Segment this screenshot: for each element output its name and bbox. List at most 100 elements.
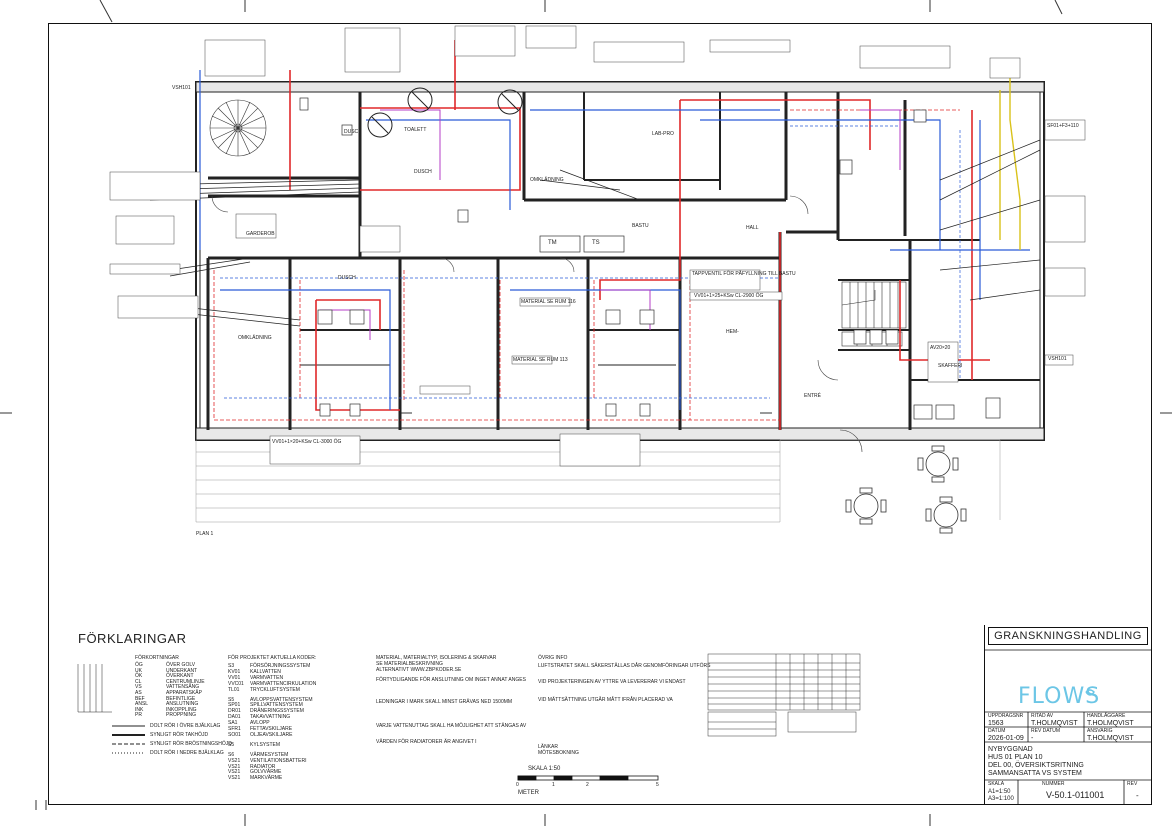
title-block-lines bbox=[984, 649, 1152, 805]
line-type: SYNLIGT RÖR BRÖSTNINGSHÖJD bbox=[150, 741, 232, 747]
water-heaters bbox=[367, 87, 523, 138]
scale-tick: 1 bbox=[552, 782, 555, 788]
abbrev-code: AS bbox=[135, 690, 142, 696]
tb-desc: SAMMANSATTA VS SYSTEM bbox=[988, 770, 1082, 777]
tb-label: REV bbox=[1127, 781, 1138, 787]
system-code: S5 bbox=[228, 741, 235, 748]
system-text: OLJEAVSKILJARE bbox=[250, 731, 293, 738]
note-line: FÖRTYDLIGANDE FÖR ANSLUTNING OM INGET AN… bbox=[376, 677, 526, 683]
abbrev-code: ÖG bbox=[135, 662, 143, 668]
spiral-stair bbox=[209, 99, 267, 157]
abbrev-header: FÖRKORTNINGAR bbox=[135, 655, 179, 661]
system-text: AVLOPP bbox=[250, 720, 270, 727]
drawing-number: V-50.1-011001 bbox=[1046, 790, 1105, 800]
note-line: MÖTESBOKNING bbox=[538, 750, 579, 756]
system-text: VARMVATTEN bbox=[250, 674, 284, 681]
sheet-frame bbox=[48, 23, 1152, 805]
system-code: S6 bbox=[228, 751, 235, 758]
room-label: OMKLÄDNING bbox=[238, 335, 272, 341]
note-line: ALTERNATIVT WWW.ZBPKODER.SE bbox=[376, 667, 462, 673]
room-label: ENTRÉ bbox=[804, 393, 821, 399]
system-code: DA01 bbox=[228, 714, 241, 721]
annotation: MATERIAL SE RUM 113 bbox=[513, 357, 568, 363]
system-code: SFR1 bbox=[228, 726, 241, 732]
doors bbox=[211, 195, 863, 453]
abbrev-code: ÖK bbox=[135, 673, 143, 680]
tb-value: - bbox=[1136, 791, 1139, 800]
abbrev-code: ANSL bbox=[135, 701, 149, 708]
tb-value: - bbox=[1031, 735, 1034, 742]
annotation: TAPPVENTIL FÖR PÅFYLLNING TILL BASTU bbox=[692, 271, 796, 277]
system-text: FÖRSÖRJNINGSSYSTEM bbox=[250, 663, 311, 669]
room-label: OMKLÄDNING bbox=[530, 177, 564, 183]
systems-header: FÖR PROJEKTET AKTUELLA KODER: bbox=[228, 655, 317, 661]
abbrev-code: CL bbox=[135, 678, 142, 685]
system-text: KYLSYSTEM bbox=[250, 741, 281, 748]
system-text: VÄRMESYSTEM bbox=[250, 751, 289, 758]
note-line: LUFTSTRATET SKALL SÄKERSTÄLLAS DÅR GENOM… bbox=[538, 663, 711, 669]
tb-value: 2026-01-09 bbox=[988, 735, 1024, 742]
outdoor-tables bbox=[845, 445, 967, 534]
abbrev-text: INKOPPLING bbox=[166, 706, 197, 713]
abbrev-text: ÖVER GOLV bbox=[166, 662, 196, 668]
annotation: AV20×20 bbox=[930, 345, 951, 351]
system-text: VARMVATTENCIRKULATION bbox=[250, 680, 317, 687]
room-label: TM bbox=[548, 240, 557, 246]
note-line: LEDNINGAR I MARK SKALL MINST GRÄVAS NED … bbox=[376, 699, 513, 705]
room-label: HEM- bbox=[726, 329, 739, 335]
line-type: SYNLIGT RÖR TAKHÖJD bbox=[150, 732, 209, 738]
system-code: TL01 bbox=[228, 686, 240, 693]
scale-tick: 0 bbox=[516, 782, 519, 788]
tb-desc: DEL 00, ÖVERSIKTSRITNING bbox=[988, 762, 1084, 769]
scale-bar bbox=[517, 775, 659, 781]
line-type: DOLT RÖR I ÖVRE BJÄLKLAG bbox=[150, 723, 221, 729]
abbrev-text: PROPPNING bbox=[166, 712, 197, 719]
system-text: DRÄNERINGSSYSTEM bbox=[250, 708, 304, 715]
system-text: TRYCKLUFTSYSTEM bbox=[250, 686, 300, 693]
cold-water-pipes bbox=[199, 70, 1030, 410]
abbrev-text: ÖVERKANT bbox=[166, 673, 194, 680]
fixtures bbox=[299, 97, 1001, 420]
tb-desc: NYBYGGNAD bbox=[988, 746, 1033, 753]
annotation: VSH101 bbox=[172, 85, 191, 91]
abbrev-text: APPARATSKÅP bbox=[166, 690, 202, 696]
system-text: SPILLVATTENSYSTEM bbox=[250, 702, 303, 709]
system-code: VS21 bbox=[228, 775, 241, 782]
line-type: DOLT RÖR I NEDRE BJÄLKLAG bbox=[150, 750, 224, 756]
abbrev-text: ANSLUTNING bbox=[166, 701, 199, 708]
system-code: VS21 bbox=[228, 757, 241, 764]
tb-value: A3=1:100 bbox=[988, 796, 1014, 802]
system-code: KV01 bbox=[228, 668, 241, 675]
hot-water-pipes bbox=[289, 40, 990, 430]
abbrev-text: CENTRUMLINJE bbox=[166, 678, 205, 685]
system-code: SA1 bbox=[228, 720, 238, 727]
system-code: SO01 bbox=[228, 731, 241, 738]
legend-line-samples bbox=[77, 664, 145, 754]
system-code: VS21 bbox=[228, 769, 241, 776]
abbrev-text: VATTENSÅNG bbox=[166, 684, 200, 691]
tb-value: T.HOLMQVIST bbox=[1087, 735, 1134, 742]
annotation: MATERIAL SE RUM 116 bbox=[521, 299, 576, 305]
scale-unit: METER bbox=[518, 790, 539, 796]
title-block bbox=[984, 625, 1151, 805]
system-text: MARKVÄRME bbox=[250, 775, 283, 782]
tb-value: T.HOLMQVIST bbox=[1087, 720, 1134, 727]
note-line: VÄRDEN FÖR RADIATORER ÄR ANGIVET I bbox=[376, 739, 477, 745]
tb-label: DATUM bbox=[988, 728, 1006, 734]
abbrev-text: BEFINTLIGE bbox=[166, 695, 196, 702]
note-line: LÄNKAR bbox=[538, 744, 559, 750]
tb-label: ANSVARIG bbox=[1087, 728, 1113, 734]
note-line: VID PROJEKTERINGEN AV YTTRE VA LEVERERAR… bbox=[538, 679, 686, 685]
leader-label-boxes bbox=[109, 25, 1086, 467]
system-text: VENTILATIONSBATTERI bbox=[250, 757, 307, 764]
annotation: SF01+F3+110 bbox=[1047, 123, 1079, 129]
room-label: DUSCH bbox=[414, 169, 432, 175]
tb-label: NUMMER bbox=[1042, 781, 1065, 787]
note-line: VARJE VATTENUTTAG SKALL HA MÖJLIGHET ATT… bbox=[376, 723, 527, 729]
scale-tick: 2 bbox=[586, 782, 589, 788]
room-label: SKAFFERI bbox=[938, 363, 963, 369]
room-label: DUSCH bbox=[338, 275, 356, 281]
abbrev-code: PR bbox=[135, 712, 142, 719]
